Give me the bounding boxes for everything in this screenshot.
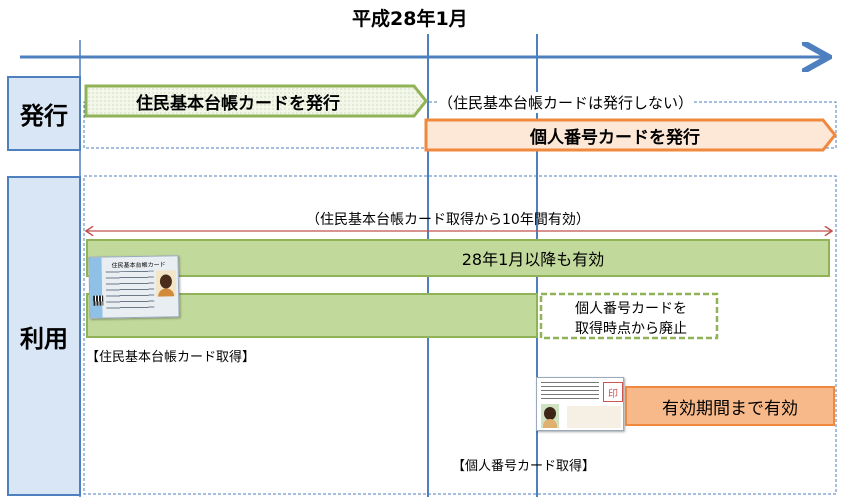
abolish-label-line2: 取得時点から廃止 [575, 321, 687, 337]
juki-card-text-lines [105, 270, 155, 310]
mynumber-card-issue-label: 個人番号カードを発行 [530, 128, 700, 148]
juki-card-photo [155, 270, 177, 297]
juki-issue-bar-shape [84, 84, 428, 118]
mynumber-card-seal: 印 [603, 382, 623, 402]
juki-card-photo-body [158, 288, 175, 297]
valid-until-expiry-bar: 有効期間まで有効 [625, 386, 835, 426]
issue-section-label: 発行 [7, 76, 81, 151]
timeline-label: 平成28年1月 [352, 8, 468, 30]
juki-card-no-issue-label: （住民基本台帳カードは発行しない） [438, 92, 694, 113]
valid-until-expiry-label: 有効期間まで有効 [662, 398, 798, 419]
mynumber-card-photo-body [543, 419, 557, 428]
juki-card-stripe [89, 257, 103, 319]
juki-card-issue-label: 住民基本台帳カードを発行 [136, 94, 340, 114]
mynumber-card-photo [541, 404, 559, 428]
validity-span-label: （住民基本台帳カード取得から10年間有効） [306, 212, 590, 228]
valid-after-bar: 28年1月以降も有効 [86, 239, 830, 277]
use-row-frame [83, 175, 837, 495]
mynumber-card-image: 印 [536, 377, 624, 431]
mynumber-issue-bar-shape [424, 118, 837, 152]
juki-card-acquired-label: 【住民基本台帳カード取得】 [86, 350, 256, 365]
mynumber-card-text-lines [541, 382, 599, 402]
abolish-label-line1: 個人番号カードを [575, 301, 687, 317]
juki-card-photo-face [159, 274, 173, 289]
juki-card-title: 住民基本台帳カード [111, 261, 166, 270]
valid-after-label: 28年1月以降も有効 [461, 250, 605, 269]
mynumber-card-acquired-label: 【個人番号カード取得】 [452, 459, 596, 474]
mynumber-card-panel [567, 406, 621, 428]
juki-card-image: 住民基本台帳カード [88, 255, 180, 319]
mynumber-card-photo-face [544, 407, 556, 420]
juki-card-qr [93, 295, 104, 306]
use-section-label: 利用 [7, 176, 81, 496]
abolish-box-frame [539, 292, 719, 340]
